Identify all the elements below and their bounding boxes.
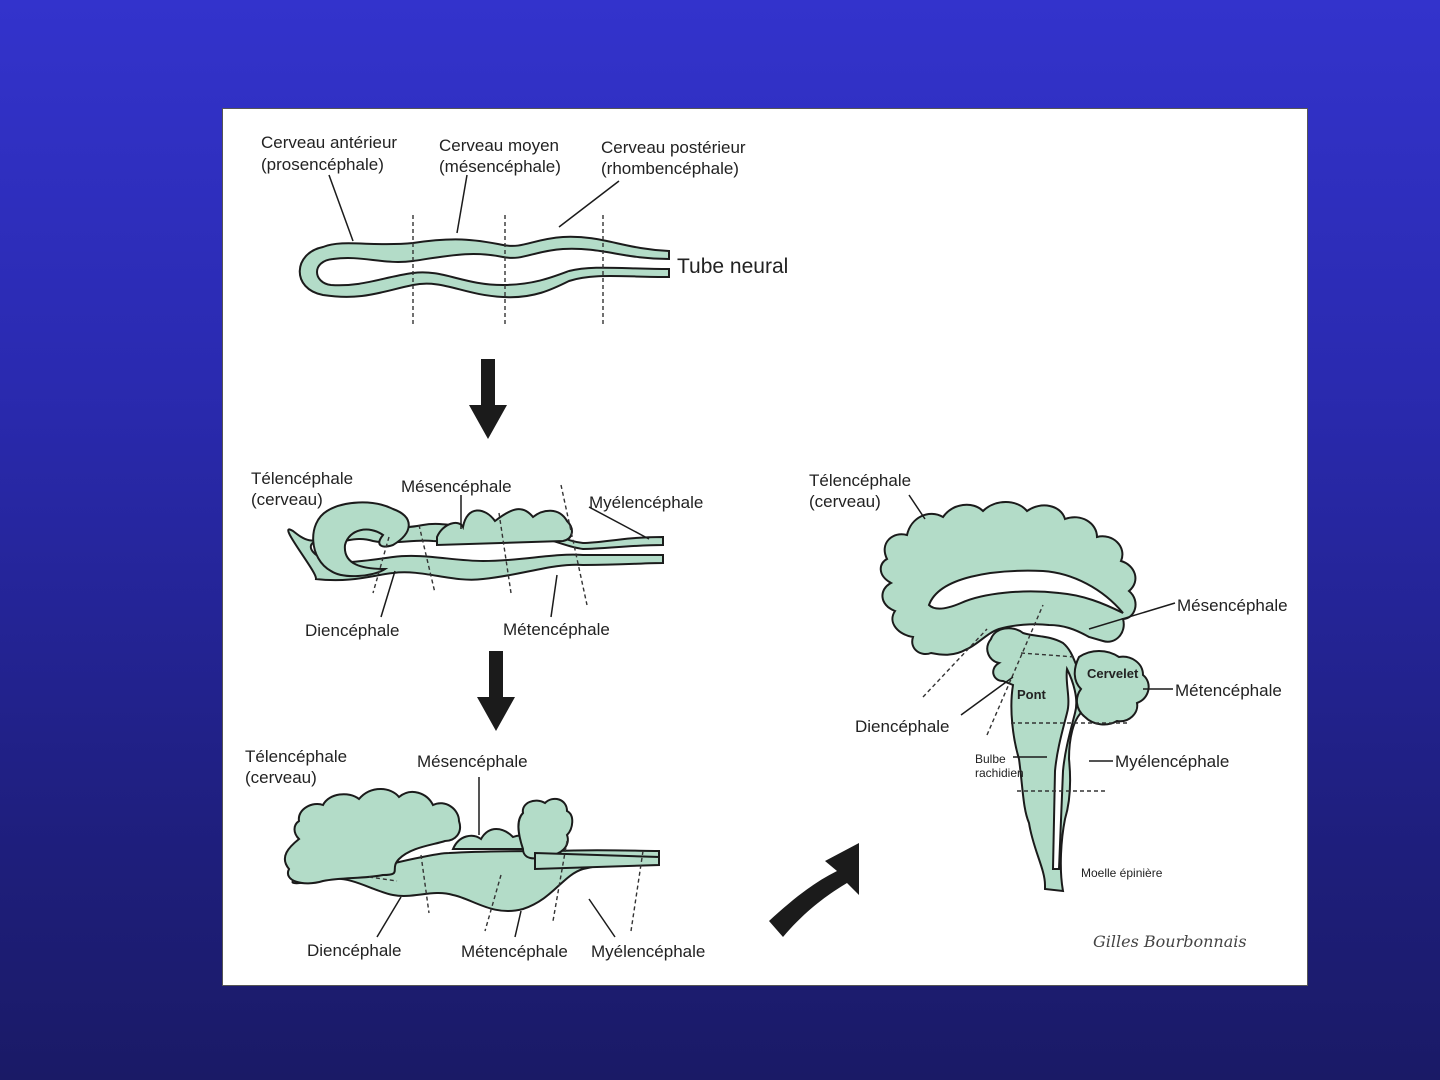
leader-line (960, 676, 1014, 716)
leader-line (550, 574, 558, 618)
label-mesencephale: Mésencéphale (401, 477, 512, 496)
stage2-five-vesicles: Télencéphale (cerveau) Mésencéphale Myél… (251, 469, 703, 640)
down-arrow-icon (469, 359, 507, 439)
label-tube-neural: Tube neural (677, 255, 788, 278)
boundary-dash (922, 628, 988, 698)
stage3-developing-brain: Télencéphale (cerveau) Mésencéphale Dien… (245, 747, 705, 961)
label-mesencephale: (mésencéphale) (439, 157, 561, 176)
stage2-telencephalon (312, 501, 410, 577)
boundary-dash (1020, 652, 1076, 658)
label-mesencephale: Mésencéphale (417, 752, 528, 771)
brain-development-diagram: Cerveau antérieur (prosencéphale) Cervea… (245, 133, 1288, 961)
label-diencephale: Diencéphale (305, 621, 400, 640)
label-telencephale: Télencéphale (809, 471, 911, 490)
label-rhombencephale: (rhombencéphale) (601, 159, 739, 178)
boundary-dash (372, 536, 390, 594)
label-cerveau-posterieur: Cerveau postérieur (601, 138, 746, 157)
label-diencephale: Diencéphale (307, 941, 402, 960)
label-myelencephale: Myélencéphale (589, 493, 703, 512)
leader-line (380, 570, 396, 618)
adult-brain: Télencéphale (cerveau) Mésencéphale Cerv… (809, 471, 1288, 893)
label-cerveau: (cerveau) (251, 490, 323, 509)
label-telencephale: Télencéphale (245, 747, 347, 766)
leader-line (908, 494, 926, 520)
label-cerveau: (cerveau) (245, 768, 317, 787)
stage1-neural-tube: Cerveau antérieur (prosencéphale) Cervea… (261, 133, 788, 325)
label-myelencephale: Myélencéphale (591, 942, 705, 961)
boundary-dash (484, 874, 502, 932)
stage3-telencephalon (283, 788, 461, 885)
leader-line (1088, 602, 1176, 630)
leader-line (456, 174, 468, 234)
label-telencephale: Télencéphale (251, 469, 353, 488)
label-prosencephale: (prosencéphale) (261, 155, 384, 174)
leader-line (558, 180, 620, 228)
leader-line (588, 898, 616, 938)
label-metencephale: Métencéphale (503, 620, 610, 639)
label-moelle-epiniere: Moelle épinière (1081, 866, 1163, 880)
label-metencephale: Métencéphale (461, 942, 568, 961)
stage2-midbrain-bulge (436, 508, 573, 547)
label-cerveau-moyen: Cerveau moyen (439, 136, 559, 155)
signature: Gilles Bourbonnais (1093, 932, 1247, 951)
boundary-dash (418, 524, 436, 594)
leader-line (328, 174, 354, 242)
curved-arrow-icon (769, 843, 859, 937)
lateral-ventricle (927, 569, 1124, 614)
label-pont: Pont (1017, 687, 1047, 702)
cervelet-shape (1073, 650, 1150, 726)
label-mesencephale: Mésencéphale (1177, 596, 1288, 615)
leader-line (376, 896, 402, 938)
stage3-cerebellum (517, 797, 574, 860)
label-cerveau: (cerveau) (809, 492, 881, 511)
fourth-ventricle (1051, 665, 1078, 870)
down-arrow-icon (477, 651, 515, 731)
leader-line (588, 506, 650, 540)
label-cerveau-anterieur: Cerveau antérieur (261, 133, 397, 152)
boundary-dash (986, 604, 1044, 736)
boundary-dash (368, 876, 398, 882)
label-metencephale: Métencéphale (1175, 681, 1282, 700)
neural-tube-shape (298, 235, 670, 299)
label-myelencephale: Myélencéphale (1115, 752, 1229, 771)
diagram-panel: Cerveau antérieur (prosencéphale) Cervea… (222, 108, 1308, 986)
leader-line (514, 910, 522, 938)
stage3-spinal-tail (534, 851, 660, 871)
boundary-dash (420, 854, 430, 914)
label-rachidien: rachidien (975, 766, 1024, 780)
label-cervelet: Cervelet (1087, 666, 1139, 681)
label-diencephale: Diencéphale (855, 717, 950, 736)
label-bulbe: Bulbe (975, 752, 1006, 766)
